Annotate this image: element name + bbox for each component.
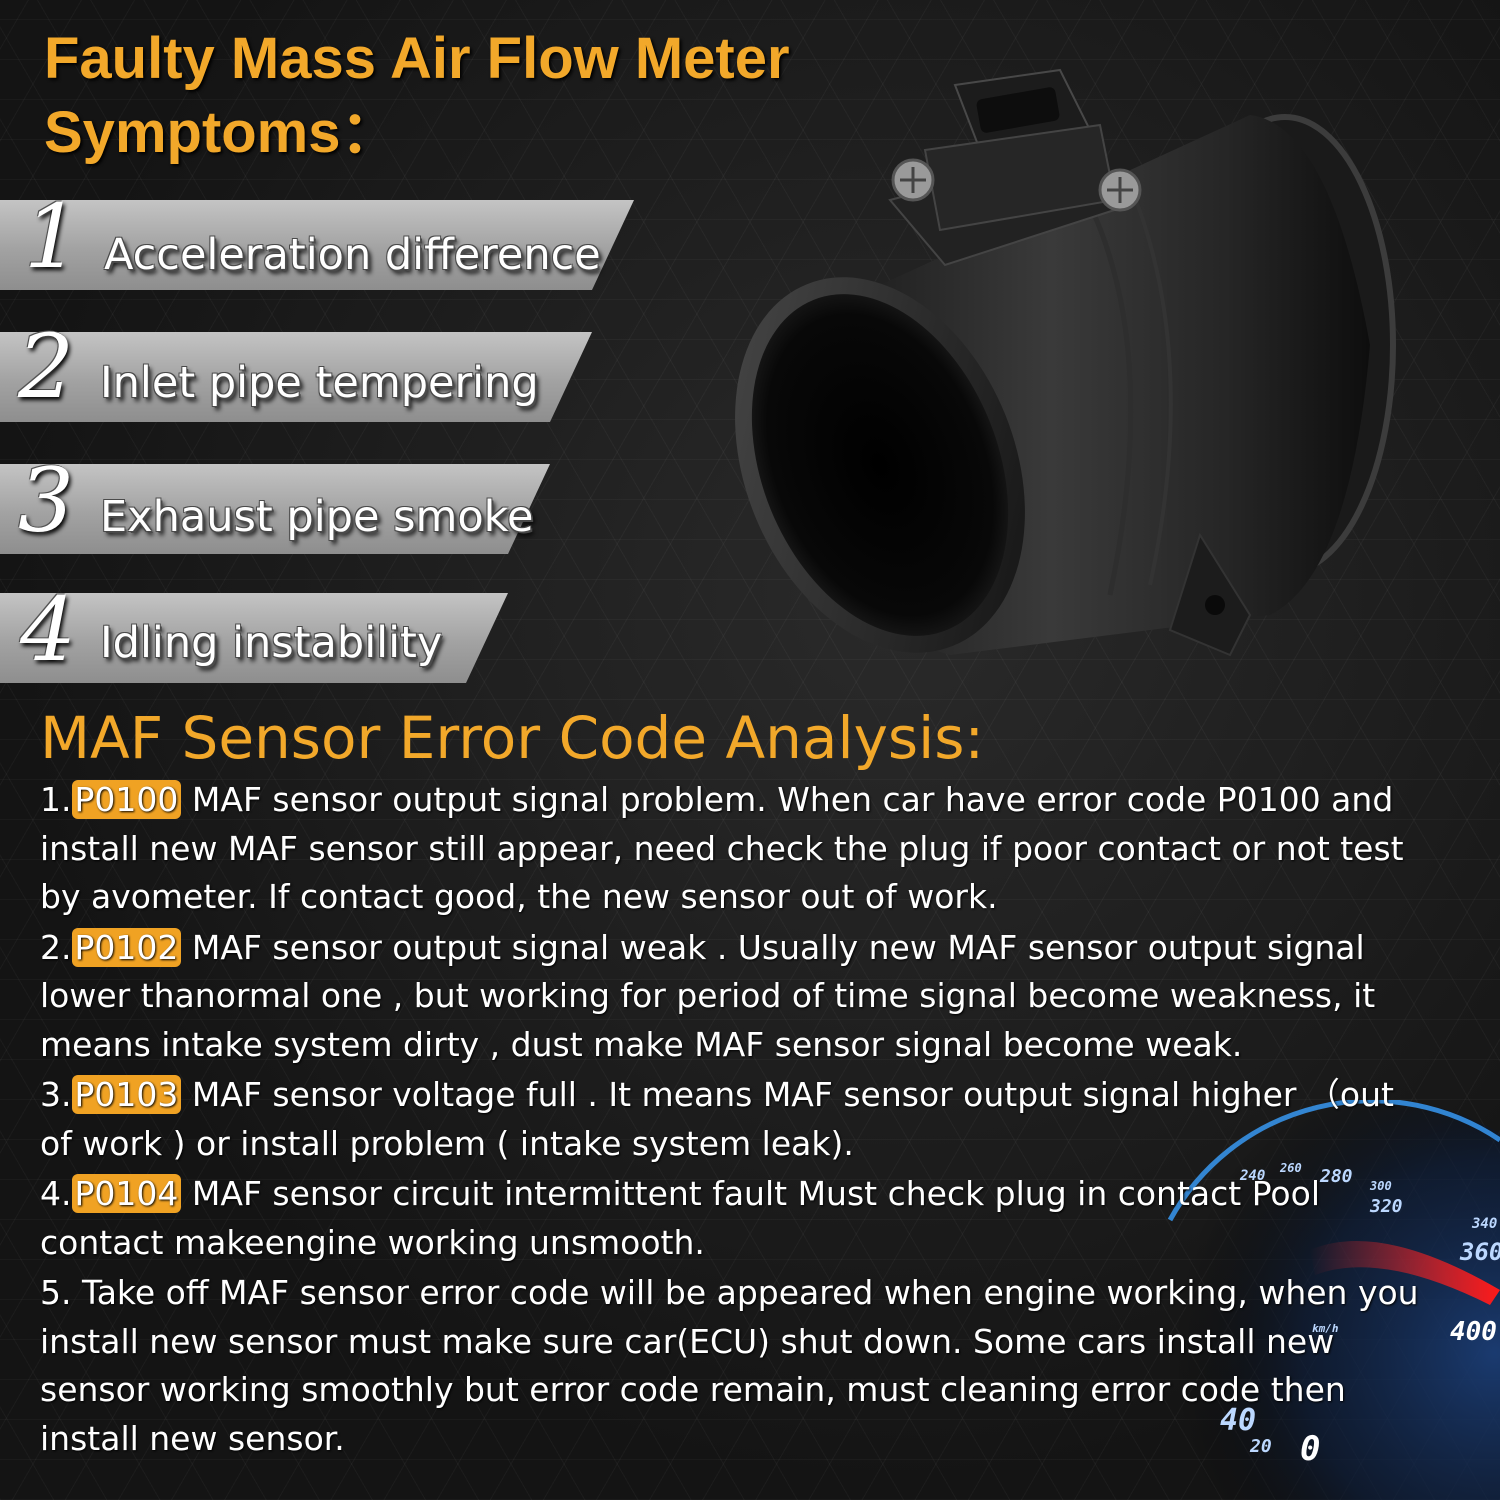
error-code-item-4: 4.P0104 MAF sensor circuit intermittent … (40, 1170, 1420, 1267)
speedo-tick-260: 260 (1279, 1161, 1302, 1175)
symptom-band-3 (0, 464, 550, 554)
error-code-badge: P0102 (71, 927, 182, 967)
symptom-number-4: 4 (20, 578, 76, 681)
symptom-band-4 (0, 593, 508, 683)
speedo-readout-0: 0 (1300, 1429, 1320, 1469)
page-title: Faulty Mass Air Flow Meter Symptoms： (44, 22, 790, 170)
speedo-tick-240: 240 (1239, 1168, 1265, 1184)
symptom-label-2: Inlet pipe tempering (100, 358, 539, 408)
item-text: MAF sensor output signal problem. When c… (40, 780, 1404, 916)
item-prefix: 4. (40, 1174, 72, 1213)
symptom-label-1: Acceleration difference (104, 230, 601, 280)
speedo-unit: km/h (1312, 1322, 1339, 1335)
speedo-tick-280: 280 (1319, 1166, 1353, 1187)
symptom-label-3: Exhaust pipe smoke (100, 492, 534, 542)
error-code-badge: P0104 (71, 1174, 182, 1213)
error-code-list: 1.P0100 MAF sensor output signal problem… (40, 776, 1420, 1465)
error-code-badge: P0100 (71, 780, 182, 819)
error-code-item-5: 5. Take off MAF sensor error code will b… (40, 1269, 1420, 1463)
symptom-number-2: 2 (18, 315, 74, 418)
error-code-item-2: 2.P0102 MAF sensor output signal weak . … (40, 924, 1420, 1070)
speedo-tick-400: 400 (1450, 1317, 1497, 1347)
item-prefix: 1. (40, 780, 72, 819)
symptom-label-4: Idling instability (100, 618, 443, 668)
speedo-tick-300: 300 (1369, 1179, 1392, 1193)
speedo-tick-340: 340 (1471, 1216, 1497, 1232)
analysis-title: MAF Sensor Error Code Analysis: (40, 704, 985, 772)
speedometer-decoration: 240 260 280 300 320 340 360 400 km/h 40 … (1150, 1100, 1500, 1500)
speedo-tick-320: 320 (1369, 1196, 1403, 1217)
item-text: MAF sensor voltage full . It means MAF s… (40, 1075, 1394, 1163)
speedo-tick-360: 360 (1459, 1238, 1500, 1266)
error-code-item-3: 3.P0103 MAF sensor voltage full . It mea… (40, 1071, 1420, 1168)
symptom-number-3: 3 (18, 449, 74, 552)
symptom-list: 1 Acceleration difference 2 Inlet pipe t… (0, 0, 700, 700)
error-code-badge: P0103 (71, 1075, 182, 1114)
item-prefix: 3. (40, 1075, 72, 1114)
item-prefix: 5. (40, 1273, 72, 1312)
item-text: Take off MAF sensor error code will be a… (40, 1273, 1419, 1458)
symptom-band-1 (0, 200, 634, 290)
title-line-2: Symptoms： (44, 100, 399, 165)
error-code-item-1: 1.P0100 MAF sensor output signal problem… (40, 776, 1420, 922)
item-prefix: 2. (40, 927, 72, 967)
item-text: MAF sensor circuit intermittent fault Mu… (40, 1174, 1320, 1262)
symptom-band-2 (0, 332, 592, 422)
speedo-readout-20: 20 (1249, 1436, 1272, 1457)
title-line-1: Faulty Mass Air Flow Meter (44, 26, 790, 91)
speedo-readout-40: 40 (1220, 1403, 1256, 1438)
symptom-number-1: 1 (24, 185, 80, 288)
maf-sensor-image (735, 68, 1396, 657)
item-text: MAF sensor output signal weak . Usually … (40, 927, 1376, 1064)
